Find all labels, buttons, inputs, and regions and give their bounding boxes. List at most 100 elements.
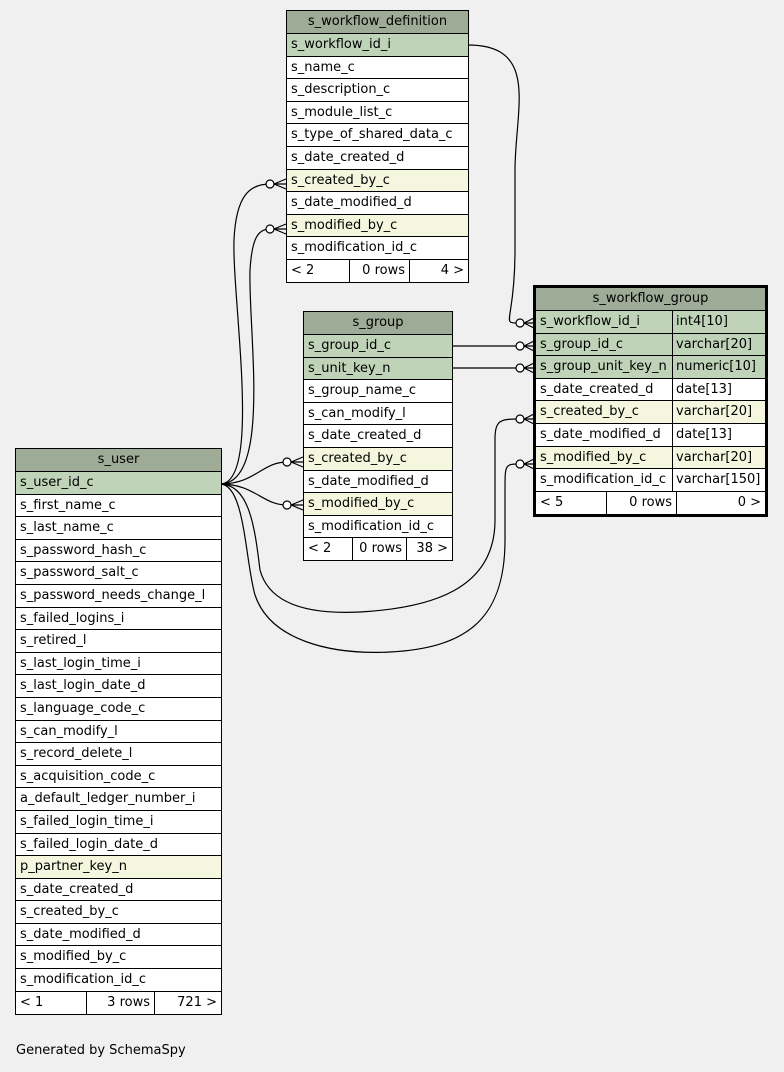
column-row[interactable]: s_last_name_c (16, 517, 221, 540)
parents-count[interactable]: < 5 (540, 494, 564, 510)
column-name: s_modified_by_c (291, 217, 398, 233)
column-row[interactable]: s_failed_login_time_i (16, 811, 221, 834)
column-row[interactable]: s_password_hash_c (16, 540, 221, 563)
column-row[interactable]: s_last_login_time_i (16, 653, 221, 676)
edge-user-wfgroup-created (219, 418, 520, 613)
crowfoot-marker (523, 317, 535, 329)
column-row[interactable]: s_record_delete_l (16, 743, 221, 766)
column-row[interactable]: p_partner_key_n (16, 856, 221, 879)
column-row[interactable]: s_modified_by_c (16, 946, 221, 970)
column-row[interactable]: s_modified_by_c varchar[20] (536, 446, 765, 470)
column-row[interactable]: s_unit_key_n (304, 357, 452, 381)
column-row[interactable]: s_modified_by_c (287, 214, 468, 238)
marker-circle (515, 363, 525, 373)
table-header[interactable]: s_group (304, 312, 452, 335)
column-row[interactable]: s_failed_logins_i (16, 608, 221, 631)
column-name: s_date_created_d (20, 881, 134, 897)
children-count[interactable]: 721 > (154, 991, 221, 1014)
marker-circle (515, 341, 525, 351)
column-row[interactable]: s_group_unit_key_n numeric[10] (536, 356, 765, 379)
column-row[interactable]: s_date_modified_d (287, 192, 468, 215)
marker-circle (515, 318, 525, 328)
column-row[interactable]: s_group_id_c (304, 335, 452, 358)
table-header[interactable]: s_workflow_group (536, 288, 765, 311)
column-type: varchar[150] (672, 469, 765, 491)
crowfoot-marker (523, 413, 535, 425)
column-name: s_failed_login_time_i (20, 813, 154, 829)
edge-user-group-created (219, 461, 288, 485)
column-row[interactable]: s_retired_l (16, 630, 221, 653)
column-row[interactable]: s_name_c (287, 57, 468, 80)
column-row[interactable]: s_first_name_c (16, 495, 221, 518)
column-type: varchar[20] (672, 401, 765, 423)
column-row[interactable]: s_last_login_date_d (16, 675, 221, 698)
column-row[interactable]: s_created_by_c (287, 169, 468, 193)
column-type: date[13] (672, 378, 765, 401)
column-name: s_failed_logins_i (20, 610, 125, 626)
edge-user-wfdef-modified (219, 228, 271, 485)
column-name: s_group_unit_key_n (540, 359, 667, 375)
column-row[interactable]: s_date_modified_d (304, 471, 452, 494)
column-row[interactable]: s_modification_id_c (16, 969, 221, 992)
column-row[interactable]: a_default_ledger_number_i (16, 788, 221, 811)
column-row[interactable]: s_date_modified_d (16, 924, 221, 947)
column-row[interactable]: s_group_name_c (304, 380, 452, 403)
column-row[interactable]: s_acquisition_code_c (16, 766, 221, 789)
table-footer: < 2 0 rows 4 > (287, 259, 468, 282)
column-row[interactable]: s_module_list_c (287, 102, 468, 125)
column-name: s_modified_by_c (540, 449, 647, 465)
children-count[interactable]: 4 > (409, 259, 468, 282)
column-type: varchar[20] (672, 333, 765, 356)
table-header[interactable]: s_user (16, 449, 221, 472)
column-row[interactable]: s_can_modify_l (16, 721, 221, 744)
column-row[interactable]: s_created_by_c (16, 901, 221, 924)
column-name: s_last_name_c (20, 520, 114, 536)
column-row[interactable]: s_modification_id_c (304, 516, 452, 539)
column-name: s_record_delete_l (20, 746, 133, 762)
column-row[interactable]: s_date_created_d (304, 425, 452, 448)
column-row[interactable]: s_can_modify_l (304, 403, 452, 426)
column-row[interactable]: s_date_created_d (16, 879, 221, 902)
column-row[interactable]: s_failed_login_date_d (16, 834, 221, 857)
children-count[interactable]: 38 > (406, 538, 452, 561)
column-row[interactable]: s_description_c (287, 79, 468, 102)
column-name: s_group_name_c (308, 383, 417, 399)
parents-count[interactable]: < 1 (20, 994, 44, 1010)
column-name: s_modification_id_c (540, 472, 666, 488)
column-row[interactable]: s_password_needs_change_l (16, 585, 221, 608)
column-name: s_can_modify_l (308, 405, 406, 421)
parents-count[interactable]: < 2 (291, 262, 315, 278)
column-row[interactable]: s_type_of_shared_data_c (287, 124, 468, 147)
column-row[interactable]: s_modification_id_c (287, 237, 468, 260)
parents-count[interactable]: < 2 (308, 541, 332, 557)
column-row[interactable]: s_workflow_id_i (287, 34, 468, 57)
column-row[interactable]: s_modification_id_c varchar[150] (536, 469, 765, 492)
table-s_group[interactable]: s_group s_group_id_c s_unit_key_n s_group_… (303, 311, 453, 562)
column-row[interactable]: s_modified_by_c (304, 493, 452, 516)
column-name: s_acquisition_code_c (20, 768, 156, 784)
column-row[interactable]: s_date_created_d (287, 147, 468, 170)
column-name: s_created_by_c (20, 904, 119, 920)
column-row[interactable]: s_password_salt_c (16, 562, 221, 585)
column-name: s_can_modify_l (20, 723, 118, 739)
marker-circle (265, 179, 275, 189)
table-header[interactable]: s_workflow_definition (287, 11, 468, 34)
column-row[interactable]: s_created_by_c (304, 447, 452, 471)
column-type: varchar[20] (672, 446, 765, 469)
column-type: numeric[10] (672, 356, 765, 378)
marker-circle (282, 500, 292, 510)
column-row[interactable]: s_user_id_c (16, 472, 221, 495)
column-name: s_group_id_c (308, 338, 392, 353)
column-row[interactable]: s_language_code_c (16, 698, 221, 721)
children-count[interactable]: 0 > (676, 491, 765, 514)
table-footer: < 5 0 rows 0 > (536, 491, 765, 514)
